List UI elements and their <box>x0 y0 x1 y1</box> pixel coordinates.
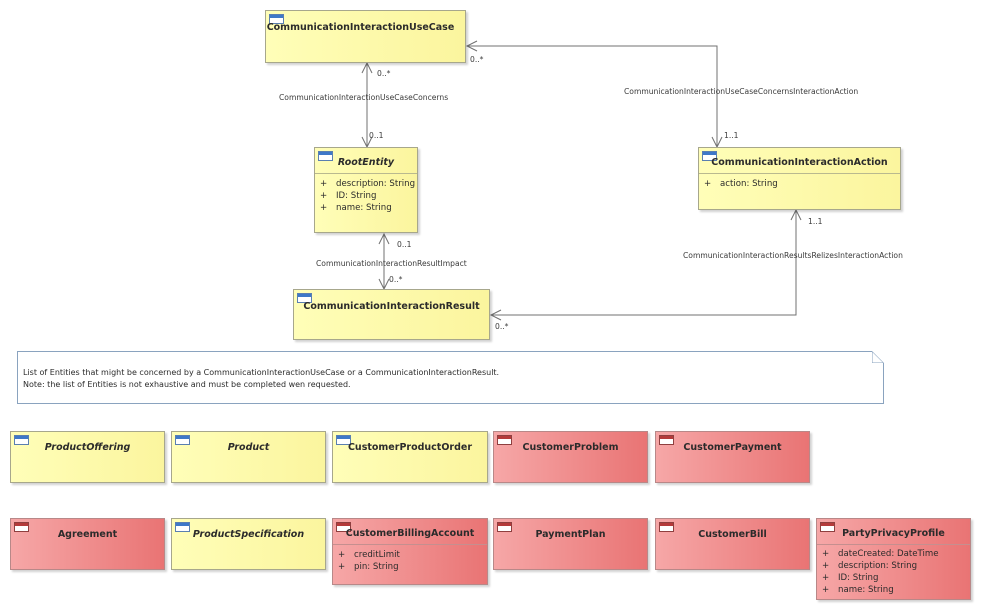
class-name: CustomerBill <box>698 529 767 540</box>
mult-usecase-action-target: 1..1 <box>724 131 739 140</box>
class-customer-payment[interactable]: CustomerPayment <box>655 431 810 483</box>
class-name: PartyPrivacyProfile <box>842 528 945 539</box>
class-icon <box>14 435 29 445</box>
arrow-left-result <box>489 309 502 321</box>
class-icon <box>497 522 512 532</box>
attribute-row: +dateCreated: DateTime <box>822 549 939 559</box>
class-name: Agreement <box>57 529 118 540</box>
class-icon <box>659 435 674 445</box>
class-name: PaymentPlan <box>535 529 606 540</box>
attribute-row: +description: String <box>822 561 918 571</box>
class-customer-billing-account[interactable]: CustomerBillingAccount +creditLimit +pin… <box>332 518 488 585</box>
class-name: CustomerBillingAccount <box>345 528 475 539</box>
note-line-2: Note: the list of Entities is not exhaus… <box>23 380 351 389</box>
diagram-note[interactable]: List of Entities that might be concerned… <box>17 351 884 404</box>
class-icon <box>497 435 512 445</box>
mult-result-impact-source: 0..1 <box>397 240 412 249</box>
arrow-up-action <box>790 208 802 221</box>
class-name: CommunicationInteractionResult <box>303 301 480 312</box>
class-icon <box>269 14 284 24</box>
class-separator <box>333 544 487 545</box>
class-icon <box>297 293 312 303</box>
class-name: CommunicationInteractionUseCase <box>266 22 455 33</box>
attribute-row: +pin: String <box>338 562 399 572</box>
class-customer-product-order[interactable]: CustomerProductOrder <box>332 431 488 483</box>
class-product-specification[interactable]: ProductSpecification <box>171 518 326 570</box>
mult-usecase-concerns-source: 0..* <box>377 69 391 78</box>
assoc-action-result-line <box>491 210 797 316</box>
class-icon <box>336 522 351 532</box>
class-icon <box>175 435 190 445</box>
attribute-row: +name: String <box>822 585 894 595</box>
note-line-1: List of Entities that might be concerned… <box>23 368 500 377</box>
class-agreement[interactable]: Agreement <box>10 518 165 570</box>
class-root-entity[interactable]: RootEntity +description: String +ID: Str… <box>314 147 418 233</box>
mult-result-action-target: 0..* <box>495 322 509 331</box>
class-name: CustomerProductOrder <box>347 442 473 453</box>
class-separator <box>699 173 900 174</box>
assoc-name-usecase-action: CommunicationInteractionUseCaseConcernsI… <box>624 87 859 96</box>
mult-result-action-source: 1..1 <box>808 217 823 226</box>
arrow-up-root <box>378 232 390 245</box>
mult-result-impact-target: 0..* <box>389 275 403 284</box>
assoc-name-result-action: CommunicationInteractionResultsRelizesIn… <box>683 251 903 260</box>
class-name: Product <box>227 442 270 453</box>
attribute-row: +ID: String <box>320 191 377 201</box>
class-icon <box>175 522 190 532</box>
class-communication-interaction-use-case[interactable]: CommunicationInteractionUseCase <box>265 10 466 63</box>
attribute-row: +action: String <box>704 179 778 189</box>
class-separator <box>315 173 417 174</box>
class-icon <box>820 522 835 532</box>
class-communication-interaction-result[interactable]: CommunicationInteractionResult <box>293 289 490 340</box>
class-icon <box>318 151 333 161</box>
class-name: ProductSpecification <box>192 529 305 540</box>
assoc-name-usecase-concerns: CommunicationInteractionUseCaseConcerns <box>279 93 449 102</box>
class-icon <box>659 522 674 532</box>
class-name: CustomerProblem <box>522 442 619 453</box>
class-payment-plan[interactable]: PaymentPlan <box>493 518 648 570</box>
arrow-left-usecase <box>465 40 478 52</box>
class-customer-bill[interactable]: CustomerBill <box>655 518 810 570</box>
assoc-name-result-impact: CommunicationInteractionResultImpact <box>316 259 467 268</box>
class-name: RootEntity <box>337 157 395 168</box>
arrow-up-usecase <box>361 61 373 74</box>
assoc-usecase-action-line <box>467 45 718 147</box>
class-product-offering[interactable]: ProductOffering <box>10 431 165 483</box>
class-separator <box>817 544 970 545</box>
note-fold-icon <box>872 351 884 363</box>
attribute-row: +creditLimit <box>338 550 400 560</box>
class-icon <box>14 522 29 532</box>
attribute-row: +description: String <box>320 179 416 189</box>
class-name: ProductOffering <box>44 442 131 453</box>
attribute-row: +ID: String <box>822 573 879 583</box>
class-party-privacy-profile[interactable]: PartyPrivacyProfile +dateCreated: DateTi… <box>816 518 971 600</box>
class-product[interactable]: Product <box>171 431 326 483</box>
class-icon <box>336 435 351 445</box>
class-icon <box>702 151 717 161</box>
mult-usecase-action-source: 0..* <box>470 55 484 64</box>
class-name: CustomerPayment <box>683 442 782 453</box>
class-communication-interaction-action[interactable]: CommunicationInteractionAction +action: … <box>698 147 901 210</box>
attribute-row: +name: String <box>320 203 392 213</box>
mult-usecase-concerns-target: 0..1 <box>369 131 384 140</box>
class-customer-problem[interactable]: CustomerProblem <box>493 431 648 483</box>
class-name: CommunicationInteractionAction <box>711 157 888 168</box>
